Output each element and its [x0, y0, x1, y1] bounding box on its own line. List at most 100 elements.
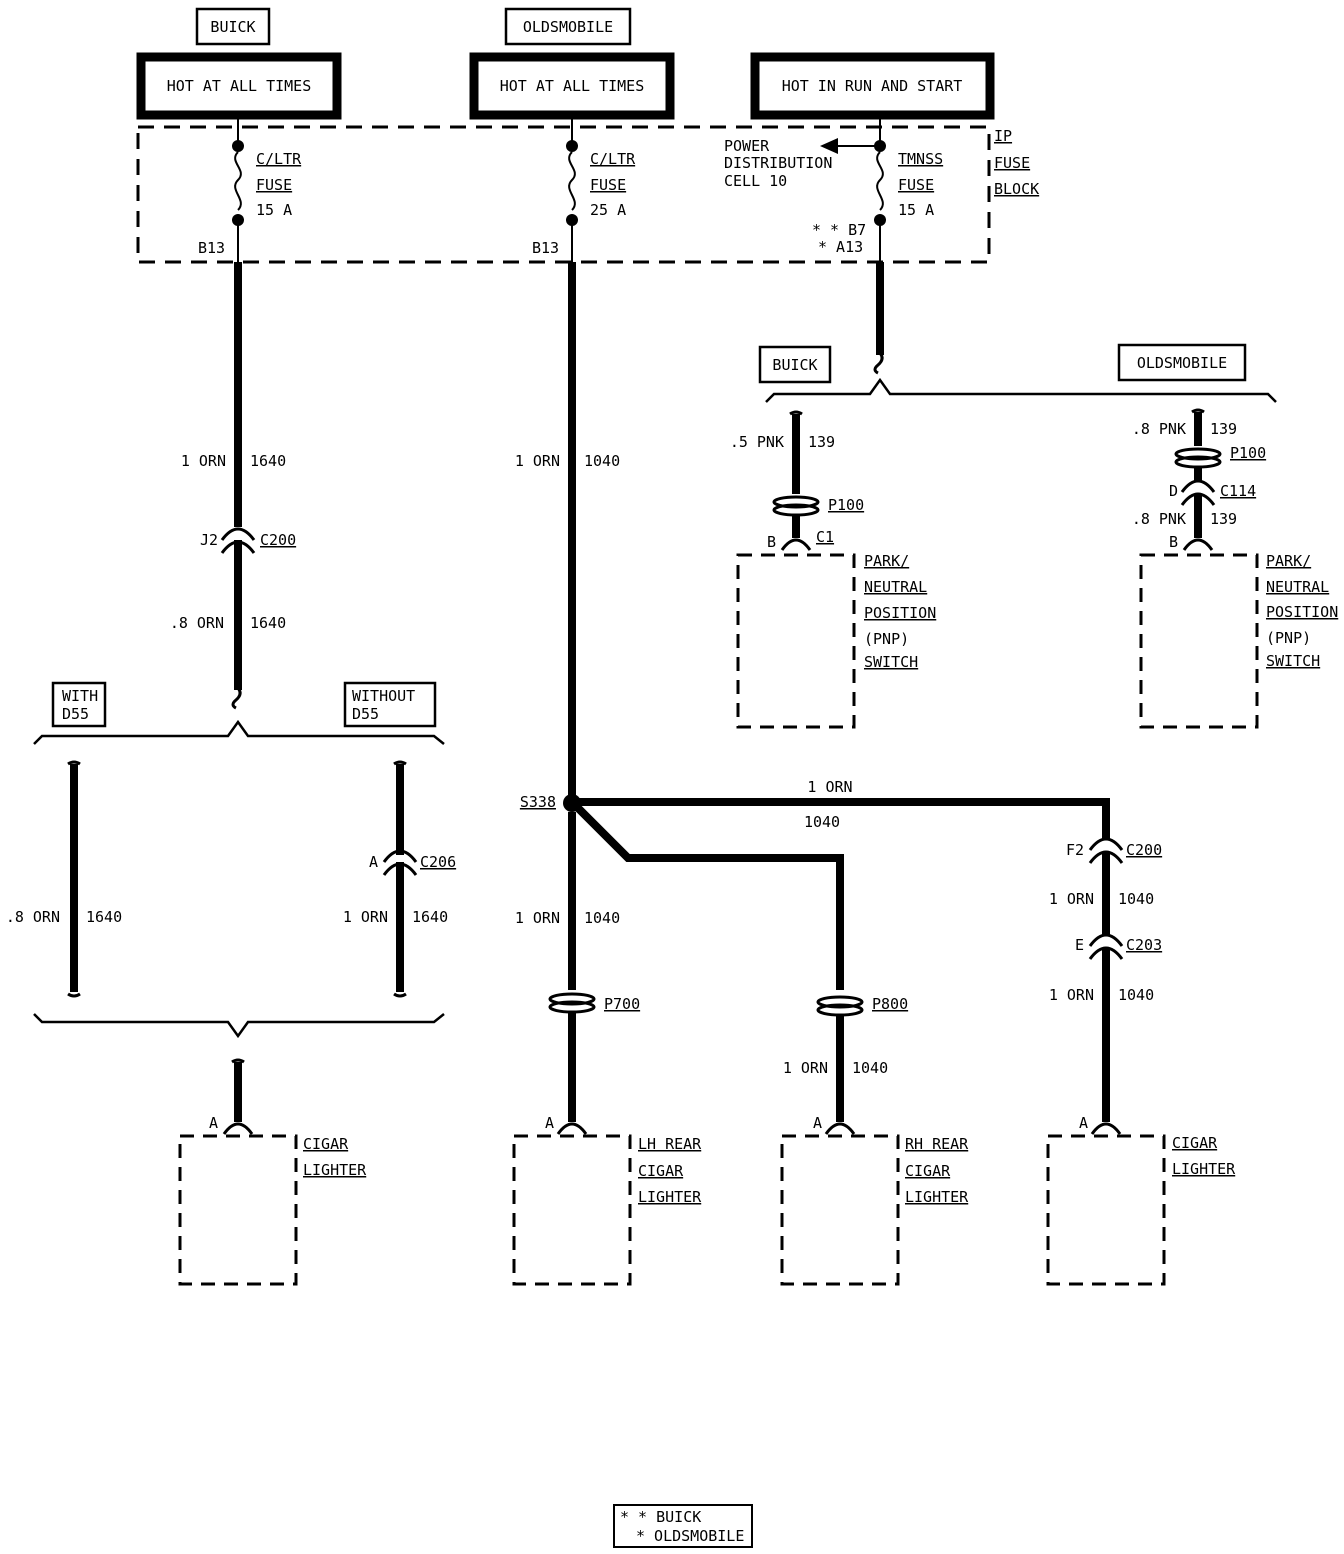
lighter-pin: A [209, 1114, 218, 1132]
pnp-b-break [789, 410, 803, 416]
fuse2-element [568, 151, 576, 211]
p800-upper [816, 995, 864, 1009]
pdc-line2: DISTRIBUTION [724, 154, 832, 172]
wire-1040-top-size: 1 ORN [515, 452, 560, 470]
wire-139-break [873, 352, 884, 375]
c200-f2-upper [1088, 837, 1124, 851]
pnp-o-sw-4: (PNP) [1266, 629, 1311, 647]
option-bracket-top [33, 719, 445, 745]
wire-1040-rh-circuit: 1040 [852, 1059, 888, 1077]
without-d55-line2: D55 [352, 705, 379, 723]
pnp-o-sw-5: SWITCH [1266, 652, 1320, 670]
pnp-buick-tag: BUICK [772, 356, 817, 374]
fuse2-rating: 25 A [590, 201, 626, 219]
pnp-o-sw-2: NEUTRAL [1266, 578, 1329, 596]
pnp-option-bracket [765, 377, 1277, 403]
without-d55-line1: WITHOUT [352, 687, 415, 705]
fuse1-rating: 15 A [256, 201, 292, 219]
wire-1040-down-size: 1 ORN [515, 909, 560, 927]
with-wire-break-bottom [67, 992, 81, 998]
front-lighter-line2: LIGHTER [1172, 1160, 1236, 1178]
fuse2-dot-top [566, 140, 578, 152]
fuse3-element [876, 151, 884, 211]
without-d55-box [343, 681, 437, 728]
option-bracket-bottom [33, 1013, 445, 1039]
with-wire-size: .8 ORN [6, 908, 60, 926]
p700-lower [548, 1000, 596, 1014]
pnp-switch-olds [1139, 553, 1259, 729]
pnp-o-c114-upper [1180, 479, 1216, 493]
c203-pin: E [1075, 936, 1084, 954]
c200-j2-name: C200 [260, 531, 296, 549]
fuse2-terminal: B13 [532, 239, 559, 257]
legend-line2: * OLDSMOBILE [636, 1527, 744, 1545]
wire-1040-right-circuit: 1040 [804, 813, 840, 831]
rh-terminal [824, 1122, 856, 1135]
wire-1040-right [572, 798, 1110, 840]
lh-line1: LH REAR [638, 1135, 702, 1153]
wire-1640-top-circuit: 1640 [250, 452, 286, 470]
wire-1040-rh-size: 1 ORN [783, 1059, 828, 1077]
fuse2-fuse: FUSE [590, 176, 626, 194]
fuse3-name: TMNSS [898, 150, 943, 168]
lh-line2: CIGAR [638, 1162, 684, 1180]
fuse3-fuse: FUSE [898, 176, 934, 194]
splice-s338-label: S338 [520, 793, 556, 811]
hot-label-2: HOT AT ALL TIMES [500, 77, 645, 95]
pnp-o-pin: B [1169, 533, 1178, 551]
rh-line2: CIGAR [905, 1162, 951, 1180]
pnp-o-sw-3: POSITION [1266, 603, 1338, 621]
p800-label: P800 [872, 995, 908, 1013]
wire-1040-top-circuit: 1040 [584, 452, 620, 470]
with-wire-circuit: 1640 [86, 908, 122, 926]
pnp-o-p100-upper [1174, 447, 1222, 461]
fuse1-element [234, 151, 242, 211]
pnp-o-p100-lower [1174, 455, 1222, 469]
with-wire-break-top [67, 760, 81, 766]
without-wire-size: 1 ORN [343, 908, 388, 926]
wire-1040-e-circuit: 1040 [1118, 986, 1154, 1004]
p700-label: P700 [604, 995, 640, 1013]
pnp-b-sw-1: PARK/ [864, 552, 909, 570]
pnp-o-c114: C114 [1220, 482, 1256, 500]
pnp-b-sw-3: POSITION [864, 604, 936, 622]
buick-tag: BUICK [210, 18, 255, 36]
lh-line3: LIGHTER [638, 1188, 702, 1206]
with-d55-box [51, 681, 107, 728]
legend-box [613, 1504, 753, 1548]
cigar-lighter-box [178, 1134, 298, 1286]
lighter-wire-break [231, 1058, 245, 1064]
pnp-switch-buick [736, 553, 856, 729]
with-d55-line1: WITH [62, 687, 98, 705]
front-cigar-lighter-box [1046, 1134, 1166, 1286]
c206-upper [382, 849, 418, 863]
wire-1040-right-size: 1 ORN [807, 778, 852, 796]
p700-upper [548, 992, 596, 1006]
legend-line1: * * BUICK [620, 1508, 701, 1526]
pnp-b-wire-circuit: 139 [808, 433, 835, 451]
wire-1040-e-size: 1 ORN [1049, 986, 1094, 1004]
pnp-b-p100-lower [772, 503, 820, 517]
rh-line3: LIGHTER [905, 1188, 969, 1206]
pnp-o-wire2-size: .8 PNK [1132, 510, 1186, 528]
pnp-b-terminal [780, 538, 812, 551]
pnp-o-wire-size: .8 PNK [1132, 420, 1186, 438]
fuse1-fuse: FUSE [256, 176, 292, 194]
ip-fuse-block [136, 125, 991, 264]
front-lighter-pin: A [1079, 1114, 1088, 1132]
pnp-olds-tag: OLDSMOBILE [1137, 354, 1227, 372]
fuse3-terminal-a: * * B7 [812, 221, 866, 239]
hot-box-3 [750, 52, 995, 120]
olds-tag-box [504, 7, 632, 46]
c206-pin: A [369, 853, 378, 871]
c200-f2-pin: F2 [1066, 841, 1084, 859]
fuse2-name: C/LTR [590, 150, 636, 168]
rh-rear-lighter-box [780, 1134, 900, 1286]
hot-label-1: HOT AT ALL TIMES [167, 77, 312, 95]
cigar-lighter-line1: CIGAR [303, 1135, 349, 1153]
c200-j2-upper [220, 527, 256, 541]
fuse-block-label-2: FUSE [994, 154, 1030, 172]
c206-name: C206 [420, 853, 456, 871]
rh-line1: RH REAR [905, 1135, 969, 1153]
